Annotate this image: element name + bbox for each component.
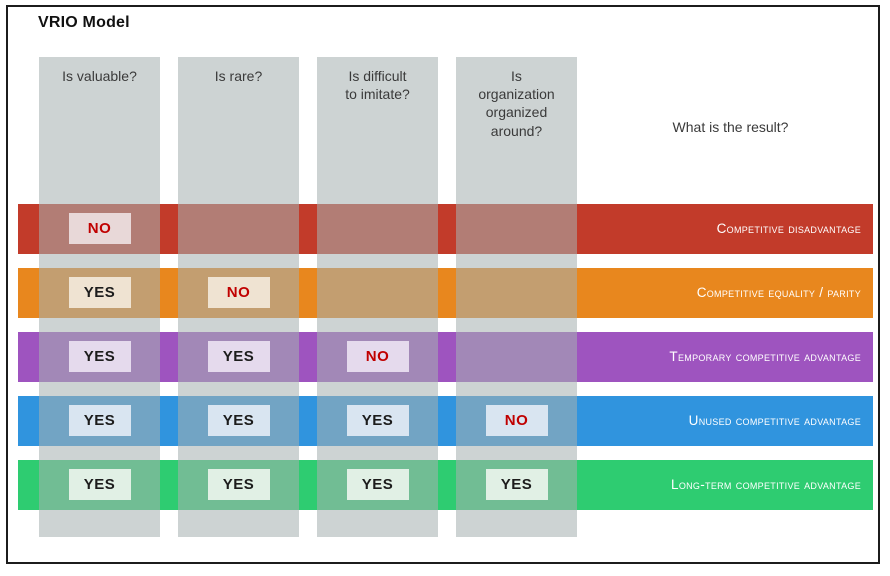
question-label: Is valuable? [62,68,137,84]
result-label: Temporary competitive advantage [669,349,861,364]
question-column: Is difficult to imitate? [317,57,438,537]
answer-badge: YES [485,469,548,500]
result-header: What is the result? [672,119,789,135]
question-label: Is organization organized around? [478,68,555,139]
answer-badge: YES [68,341,131,372]
row-band: Competitive equality / parity [18,268,873,318]
answer-badge: YES [68,405,131,436]
result-label: Competitive equality / parity [696,285,861,300]
result-label: Unused competitive advantage [688,413,861,428]
row-band: Unused competitive advantage [18,396,873,446]
answer-badge: NO [346,341,409,372]
question-label: Is rare? [214,68,263,84]
answer-badge: YES [68,469,131,500]
answer-badge: YES [346,469,409,500]
question-label: Is difficult to imitate? [345,68,410,103]
answer-badge: YES [207,341,270,372]
answer-badge: YES [346,405,409,436]
answer-badge: YES [207,469,270,500]
row-band: Long-term competitive advantage [18,460,873,510]
row-band: Competitive disadvantage [18,204,873,254]
question-column: Is organization organized around? [456,57,577,537]
answer-badge: NO [485,405,548,436]
answer-badge: NO [207,277,270,308]
answer-badge: NO [68,213,131,244]
answer-badge: YES [207,405,270,436]
result-label: Competitive disadvantage [716,221,861,236]
page-title: VRIO Model [38,14,130,31]
answer-badge: YES [68,277,131,308]
row-band: Temporary competitive advantage [18,332,873,382]
result-label: Long-term competitive advantage [671,477,861,492]
